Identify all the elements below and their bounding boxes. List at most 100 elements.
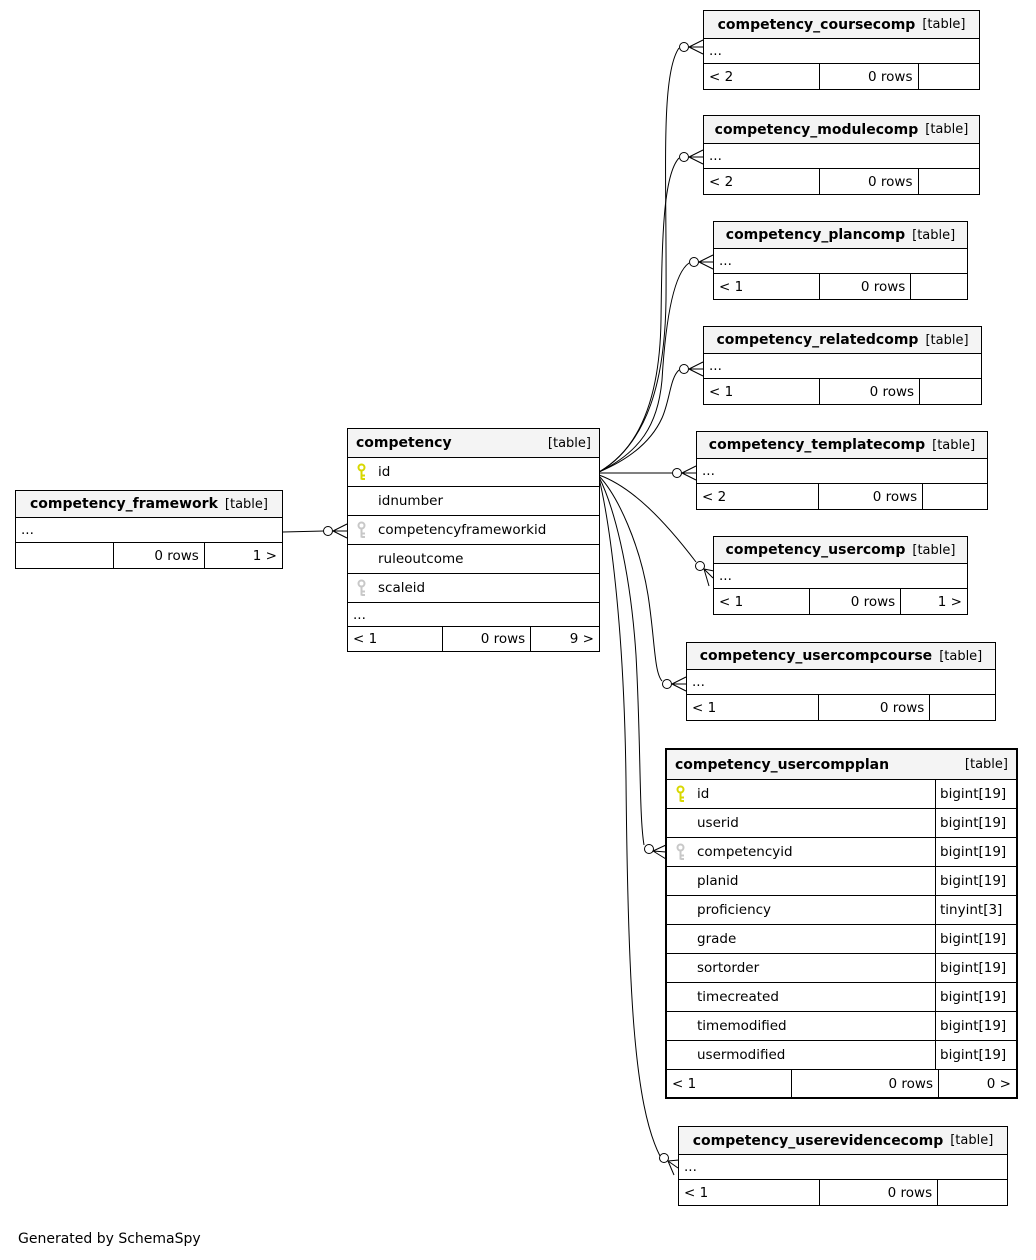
column-row: scaleid bbox=[348, 574, 599, 603]
table-tag: [table] bbox=[547, 435, 591, 451]
row-count: 0 rows bbox=[792, 1070, 939, 1097]
row-count: 0 rows bbox=[820, 1180, 939, 1205]
row-count: 0 rows bbox=[810, 589, 902, 614]
table-footer: < 1 0 rows 1 > bbox=[714, 589, 967, 614]
table-footer: < 2 0 rows bbox=[704, 64, 979, 89]
columns-ellipsis: ... bbox=[704, 39, 979, 64]
row-count: 0 rows bbox=[819, 484, 924, 509]
table-title[interactable]: competency_relatedcomp bbox=[716, 332, 919, 348]
table-header[interactable]: competency_modulecomp [table] bbox=[704, 116, 979, 144]
table-competency_templatecomp[interactable]: competency_templatecomp[table] ... < 2 0… bbox=[696, 431, 988, 510]
column-type: bigint[19] bbox=[935, 983, 1016, 1011]
table-title[interactable]: competency_modulecomp bbox=[714, 121, 919, 138]
table-header[interactable]: competency_usercompcourse [table] bbox=[687, 643, 995, 670]
table-header[interactable]: competency_relatedcomp [table] bbox=[704, 327, 981, 354]
children-count bbox=[930, 695, 995, 720]
column-name: ruleoutcome bbox=[378, 551, 464, 567]
column-type: bigint[19] bbox=[935, 867, 1016, 895]
table-title[interactable]: competency bbox=[356, 435, 452, 451]
table-tag: [table] bbox=[964, 757, 1008, 772]
children-count: 0 > bbox=[986, 1075, 1011, 1092]
table-competency_modulecomp[interactable]: competency_modulecomp[table] ... < 2 0 r… bbox=[703, 115, 980, 195]
table-competency_relatedcomp[interactable]: competency_relatedcomp [table] ... < 1 0 … bbox=[703, 326, 982, 405]
column-type: bigint[19] bbox=[935, 1012, 1016, 1040]
column-name: id bbox=[378, 464, 391, 480]
table-title[interactable]: competency_usercompcourse bbox=[699, 648, 933, 664]
parents-count: < 2 bbox=[697, 484, 819, 509]
children-count bbox=[919, 64, 980, 89]
primary-key-icon bbox=[356, 463, 367, 481]
table-competency_userevidencecomp[interactable]: competency_userevidencecomp[table] ... <… bbox=[678, 1126, 1008, 1206]
table-footer: < 2 0 rows bbox=[697, 484, 987, 509]
column-name: planid bbox=[697, 873, 739, 889]
table-header[interactable]: competency_templatecomp[table] bbox=[697, 432, 987, 459]
table-competency_usercompplan[interactable]: competency_usercompplan[table] id bigint… bbox=[665, 748, 1018, 1099]
table-tag: [table] bbox=[922, 17, 966, 32]
column-row: ruleoutcome bbox=[348, 545, 599, 574]
parents-count: < 2 bbox=[704, 64, 820, 89]
table-competency_coursecomp[interactable]: competency_coursecomp [table] ... < 2 0 r… bbox=[703, 10, 980, 90]
column-row: idnumber bbox=[348, 487, 599, 516]
table-title[interactable]: competency_usercompplan bbox=[675, 756, 890, 773]
table-title[interactable]: competency_usercomp bbox=[725, 542, 906, 558]
table-competency_usercomp[interactable]: competency_usercomp [table] ... < 1 0 row… bbox=[713, 536, 968, 615]
table-tag: [table] bbox=[925, 122, 969, 137]
table-title[interactable]: competency_templatecomp bbox=[708, 437, 926, 453]
parents-count: < 1 bbox=[714, 589, 811, 614]
row-count: 0 rows bbox=[820, 379, 921, 404]
column-type: tinyint[3] bbox=[935, 896, 1016, 924]
table-tag: [table] bbox=[224, 496, 268, 512]
table-header[interactable]: competency_plancomp[table] bbox=[714, 222, 967, 249]
table-tag: [table] bbox=[925, 332, 969, 348]
table-tag: [table] bbox=[950, 1133, 994, 1148]
table-footer: < 1 0 rows bbox=[679, 1180, 1007, 1205]
foreign-key-icon bbox=[675, 843, 686, 861]
table-competency_framework[interactable]: competency_framework [table] ... 0 rows 1… bbox=[15, 490, 283, 569]
column-name: userid bbox=[697, 815, 739, 831]
table-footer: < 1 0 rows bbox=[714, 274, 967, 299]
column-name: competencyframeworkid bbox=[378, 522, 547, 538]
table-header[interactable]: competency [table] bbox=[348, 429, 599, 458]
column-type: bigint[19] bbox=[935, 780, 1016, 808]
columns-ellipsis: ... bbox=[704, 144, 979, 169]
column-row: usermodified bigint[19] bbox=[667, 1041, 1016, 1070]
table-competency[interactable]: competency [table] id idnumber competency… bbox=[347, 428, 600, 652]
column-name: idnumber bbox=[378, 493, 444, 509]
table-header[interactable]: competency_userevidencecomp [table] bbox=[679, 1127, 1007, 1155]
column-name: grade bbox=[697, 931, 737, 947]
table-header[interactable]: competency_usercomp [table] bbox=[714, 537, 967, 564]
columns-ellipsis: ... bbox=[687, 670, 995, 695]
columns-ellipsis: ... bbox=[704, 354, 981, 379]
table-header[interactable]: competency_coursecomp [table] bbox=[704, 11, 979, 39]
table-title[interactable]: competency_userevidencecomp bbox=[692, 1132, 944, 1149]
column-row: planid bigint[19] bbox=[667, 867, 1016, 896]
column-type: bigint[19] bbox=[935, 809, 1016, 837]
columns-ellipsis: ... bbox=[16, 518, 282, 543]
table-title[interactable]: competency_coursecomp bbox=[717, 16, 916, 33]
table-header[interactable]: competency_framework [table] bbox=[16, 491, 282, 518]
table-header[interactable]: competency_usercompplan [table] bbox=[667, 750, 1016, 780]
table-footer: 0 rows 1 > bbox=[16, 543, 282, 568]
table-tag: [table] bbox=[939, 648, 983, 664]
parents-count: < 1 bbox=[704, 379, 821, 404]
column-type: bigint[19] bbox=[935, 954, 1016, 982]
table-title[interactable]: competency_framework bbox=[30, 496, 218, 512]
children-count bbox=[911, 274, 967, 299]
column-row: timecreated bigint[19] bbox=[667, 983, 1016, 1012]
column-name: competencyid bbox=[697, 844, 793, 860]
foreign-key-icon bbox=[356, 579, 367, 597]
parents-count: < 1 bbox=[687, 695, 820, 720]
column-name: scaleid bbox=[378, 580, 426, 596]
edge-competency-modulecomp bbox=[598, 157, 680, 473]
edge-competency-usercomp bbox=[598, 474, 697, 563]
table-competency_plancomp[interactable]: competency_plancomp[table] ... < 1 0 row… bbox=[713, 221, 968, 300]
columns-ellipsis: ... bbox=[714, 249, 967, 274]
foreign-key-icon bbox=[356, 521, 367, 539]
columns-ellipsis: ... bbox=[714, 564, 967, 589]
table-tag: [table] bbox=[912, 542, 956, 558]
edge-competency-coursecomp bbox=[598, 47, 680, 473]
column-name: usermodified bbox=[697, 1047, 786, 1063]
table-competency_usercompcourse[interactable]: competency_usercompcourse [table] ... < 1… bbox=[686, 642, 996, 721]
table-title[interactable]: competency_plancomp bbox=[725, 227, 906, 243]
children-count: 1 > bbox=[252, 547, 277, 564]
